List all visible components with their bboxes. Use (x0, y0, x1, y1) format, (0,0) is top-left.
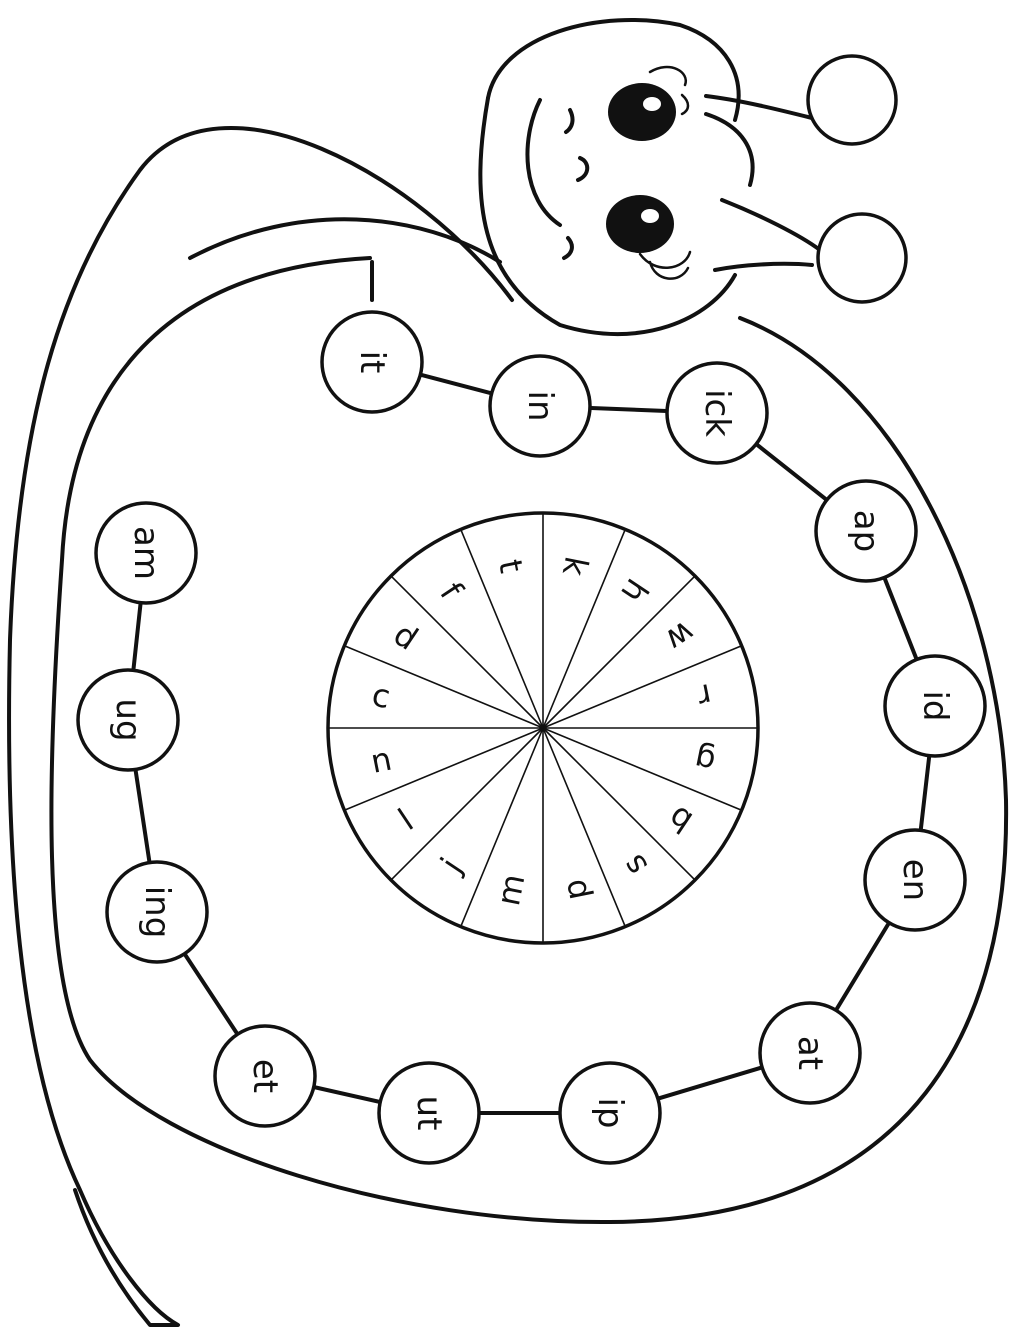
word-ending-spiral: it in ick ap id en at ip ut et ing ug am (76, 310, 987, 1165)
snail-antenna-icon (704, 54, 898, 187)
wheel-divider (459, 529, 544, 729)
word-ending-bubble: ick (665, 361, 769, 465)
word-ending-bubble: ug (76, 668, 180, 772)
word-ending-bubble: ing (105, 860, 209, 964)
word-ending-label: ug (108, 698, 148, 741)
word-ending-label: en (895, 859, 935, 901)
word-ending-bubble: am (94, 501, 198, 605)
wheel-divider (542, 575, 696, 729)
word-ending-label: ip (590, 1097, 630, 1128)
word-ending-bubble: it (320, 310, 424, 414)
wheel-divider (344, 644, 544, 729)
snail-body-icon (7, 18, 741, 1327)
snail-eye-icon (608, 65, 690, 141)
wheel-divider (542, 727, 627, 927)
word-ending-label: ick (697, 389, 737, 437)
word-ending-bubble: en (863, 828, 967, 932)
wheel-letter: m (489, 871, 532, 909)
word-ending-label: ing (137, 886, 177, 939)
word-ending-label: am (126, 526, 166, 580)
wheel-divider (390, 727, 544, 881)
word-ending-label: ut (409, 1096, 449, 1131)
wheel-divider (459, 727, 544, 927)
wheel-divider (542, 727, 742, 812)
word-ending-bubble: ip (558, 1061, 662, 1165)
snail-antenna-icon (713, 198, 908, 304)
wheel-divider (344, 727, 544, 812)
snail-shell-icon (49, 256, 1009, 1225)
word-ending-label: et (245, 1059, 285, 1093)
word-ending-bubble: id (883, 654, 987, 758)
wheel-divider (542, 644, 742, 729)
word-ending-bubble: ap (814, 479, 918, 583)
wheel-divider (542, 727, 696, 881)
word-ending-bubble: at (758, 1001, 862, 1105)
word-ending-label: it (352, 351, 392, 374)
wheel-divider (390, 575, 544, 729)
snail-eye-icon (606, 195, 692, 280)
word-ending-label: in (520, 391, 560, 422)
snail-head-icon (478, 96, 737, 337)
word-ending-label: id (915, 690, 955, 721)
word-ending-bubble: et (213, 1024, 317, 1128)
word-ending-label: at (790, 1036, 830, 1070)
word-ending-bubble: in (488, 354, 592, 458)
word-ending-bubble: ut (377, 1061, 481, 1165)
word-ending-label: ap (846, 510, 886, 552)
wheel-divider (542, 529, 627, 729)
